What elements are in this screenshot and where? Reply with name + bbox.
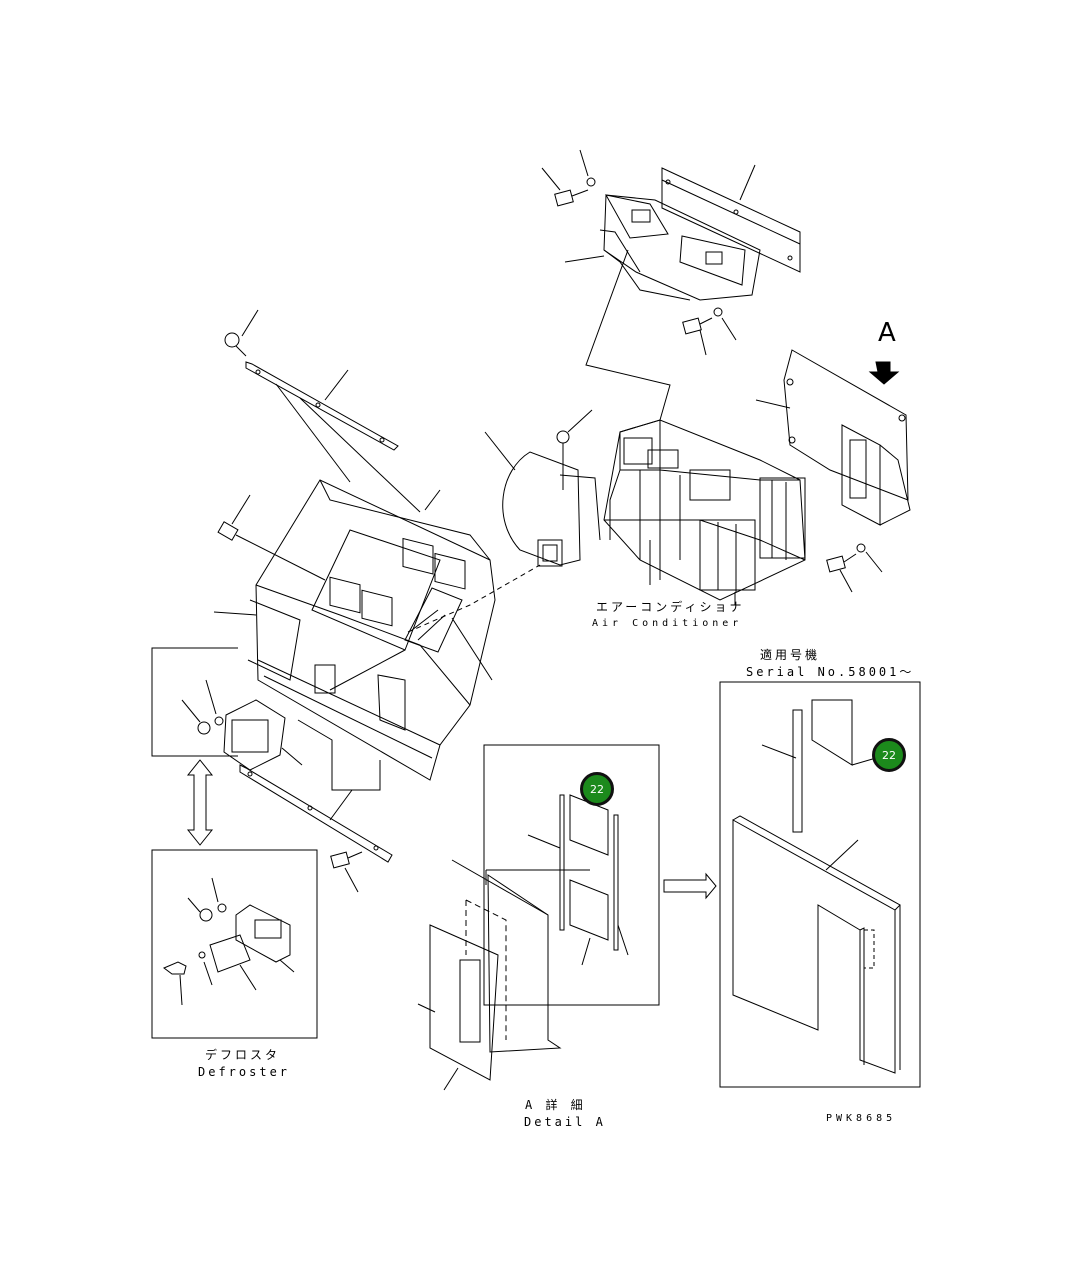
right-arrow — [663, 872, 717, 900]
console-vents — [329, 537, 466, 627]
upper-bracket — [245, 361, 421, 513]
defroster-label-en: Defroster — [198, 1065, 291, 1079]
view-a-marker: A — [878, 318, 896, 348]
detail-a — [417, 744, 660, 1091]
lower-bracket — [239, 764, 393, 893]
air-conditioner-unit — [556, 409, 806, 605]
double-arrow — [186, 759, 214, 846]
defroster-outlet-inset — [151, 647, 381, 791]
part-callout-badge[interactable]: 22 — [872, 738, 906, 772]
serial-label-en: Serial No.58001〜 — [746, 665, 915, 679]
air-conditioner-label-en: Air Conditioner — [592, 618, 743, 629]
upper-duct-assembly — [541, 149, 801, 421]
detail-a-label-jp: A 詳 細 — [525, 1098, 586, 1112]
side-panel — [755, 349, 911, 593]
serial-label-jp: 適用号機 — [760, 648, 821, 662]
side-duct — [484, 431, 601, 567]
defroster-label-jp: デフロスタ — [205, 1048, 281, 1062]
air-conditioner-label-jp: エアーコンディショナ — [596, 600, 745, 614]
part-callout-badge[interactable]: 22 — [580, 772, 614, 806]
main-console — [213, 309, 541, 781]
serial-box — [719, 681, 921, 1088]
detail-a-label-en: Detail A — [524, 1115, 606, 1129]
drawing-code: PWK8685 — [826, 1113, 897, 1124]
defroster-box — [151, 849, 318, 1039]
